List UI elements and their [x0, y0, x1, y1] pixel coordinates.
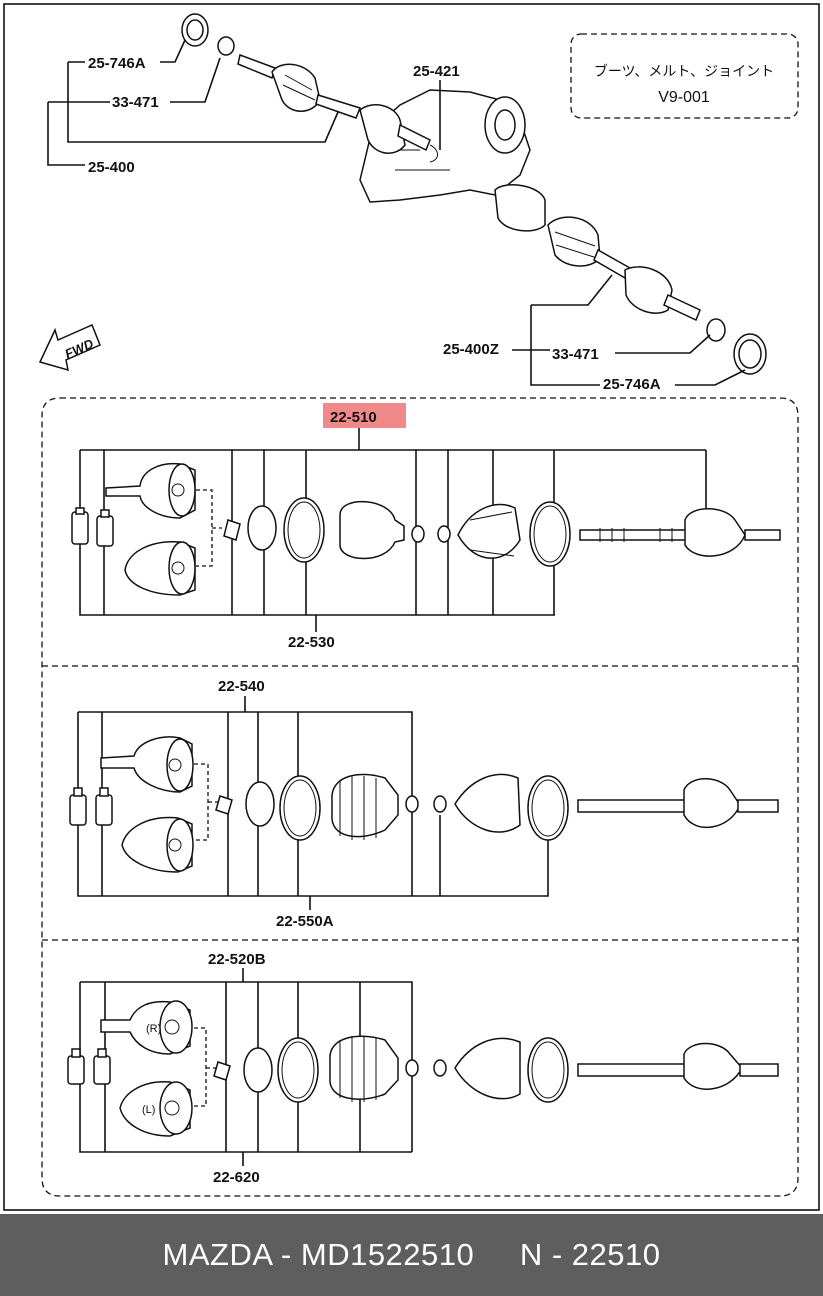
highlight-22-510	[323, 403, 406, 428]
section-22-540	[69, 696, 779, 910]
kit-panel	[41, 397, 799, 1197]
fwd-arrow-icon: FWD	[38, 324, 101, 372]
callout-22-550A: 22-550A	[276, 913, 334, 930]
section-22-510	[71, 403, 781, 632]
part-info-footer: MAZDA - MD1522510 N - 22510	[0, 1214, 823, 1296]
footer-part-text: MAZDA - MD1522510 N - 22510	[162, 1237, 661, 1272]
callout-25-400Z: 25-400Z	[443, 341, 499, 358]
callout-22-620: 22-620	[213, 1169, 260, 1186]
callout-33-471-top: 33-471	[112, 94, 159, 111]
right-side-mark: (R)	[146, 1023, 161, 1035]
left-side-mark: (L)	[142, 1104, 155, 1116]
top-assembly	[47, 13, 767, 386]
callout-25-400: 25-400	[88, 159, 135, 176]
diagram-frame	[3, 3, 820, 1211]
note-box	[570, 33, 799, 119]
callout-22-530: 22-530	[288, 634, 335, 651]
callout-25-746A-top: 25-746A	[88, 55, 146, 72]
callout-25-421: 25-421	[413, 63, 460, 80]
callout-25-746A-right: 25-746A	[603, 376, 661, 393]
callout-22-520B: 22-520B	[208, 951, 266, 968]
callout-22-510: 22-510	[330, 409, 377, 426]
note-line-1: ブーツ、メルト、ジョイント	[594, 63, 774, 80]
note-line-2: V9-001	[658, 89, 710, 106]
callout-33-471-right: 33-471	[552, 346, 599, 363]
callout-22-540: 22-540	[218, 678, 265, 695]
section-22-520B: (R) (L)	[67, 968, 779, 1166]
parts-diagram: 25-746A 33-471 25-400 25-421 25-400Z 33-…	[3, 3, 820, 1211]
